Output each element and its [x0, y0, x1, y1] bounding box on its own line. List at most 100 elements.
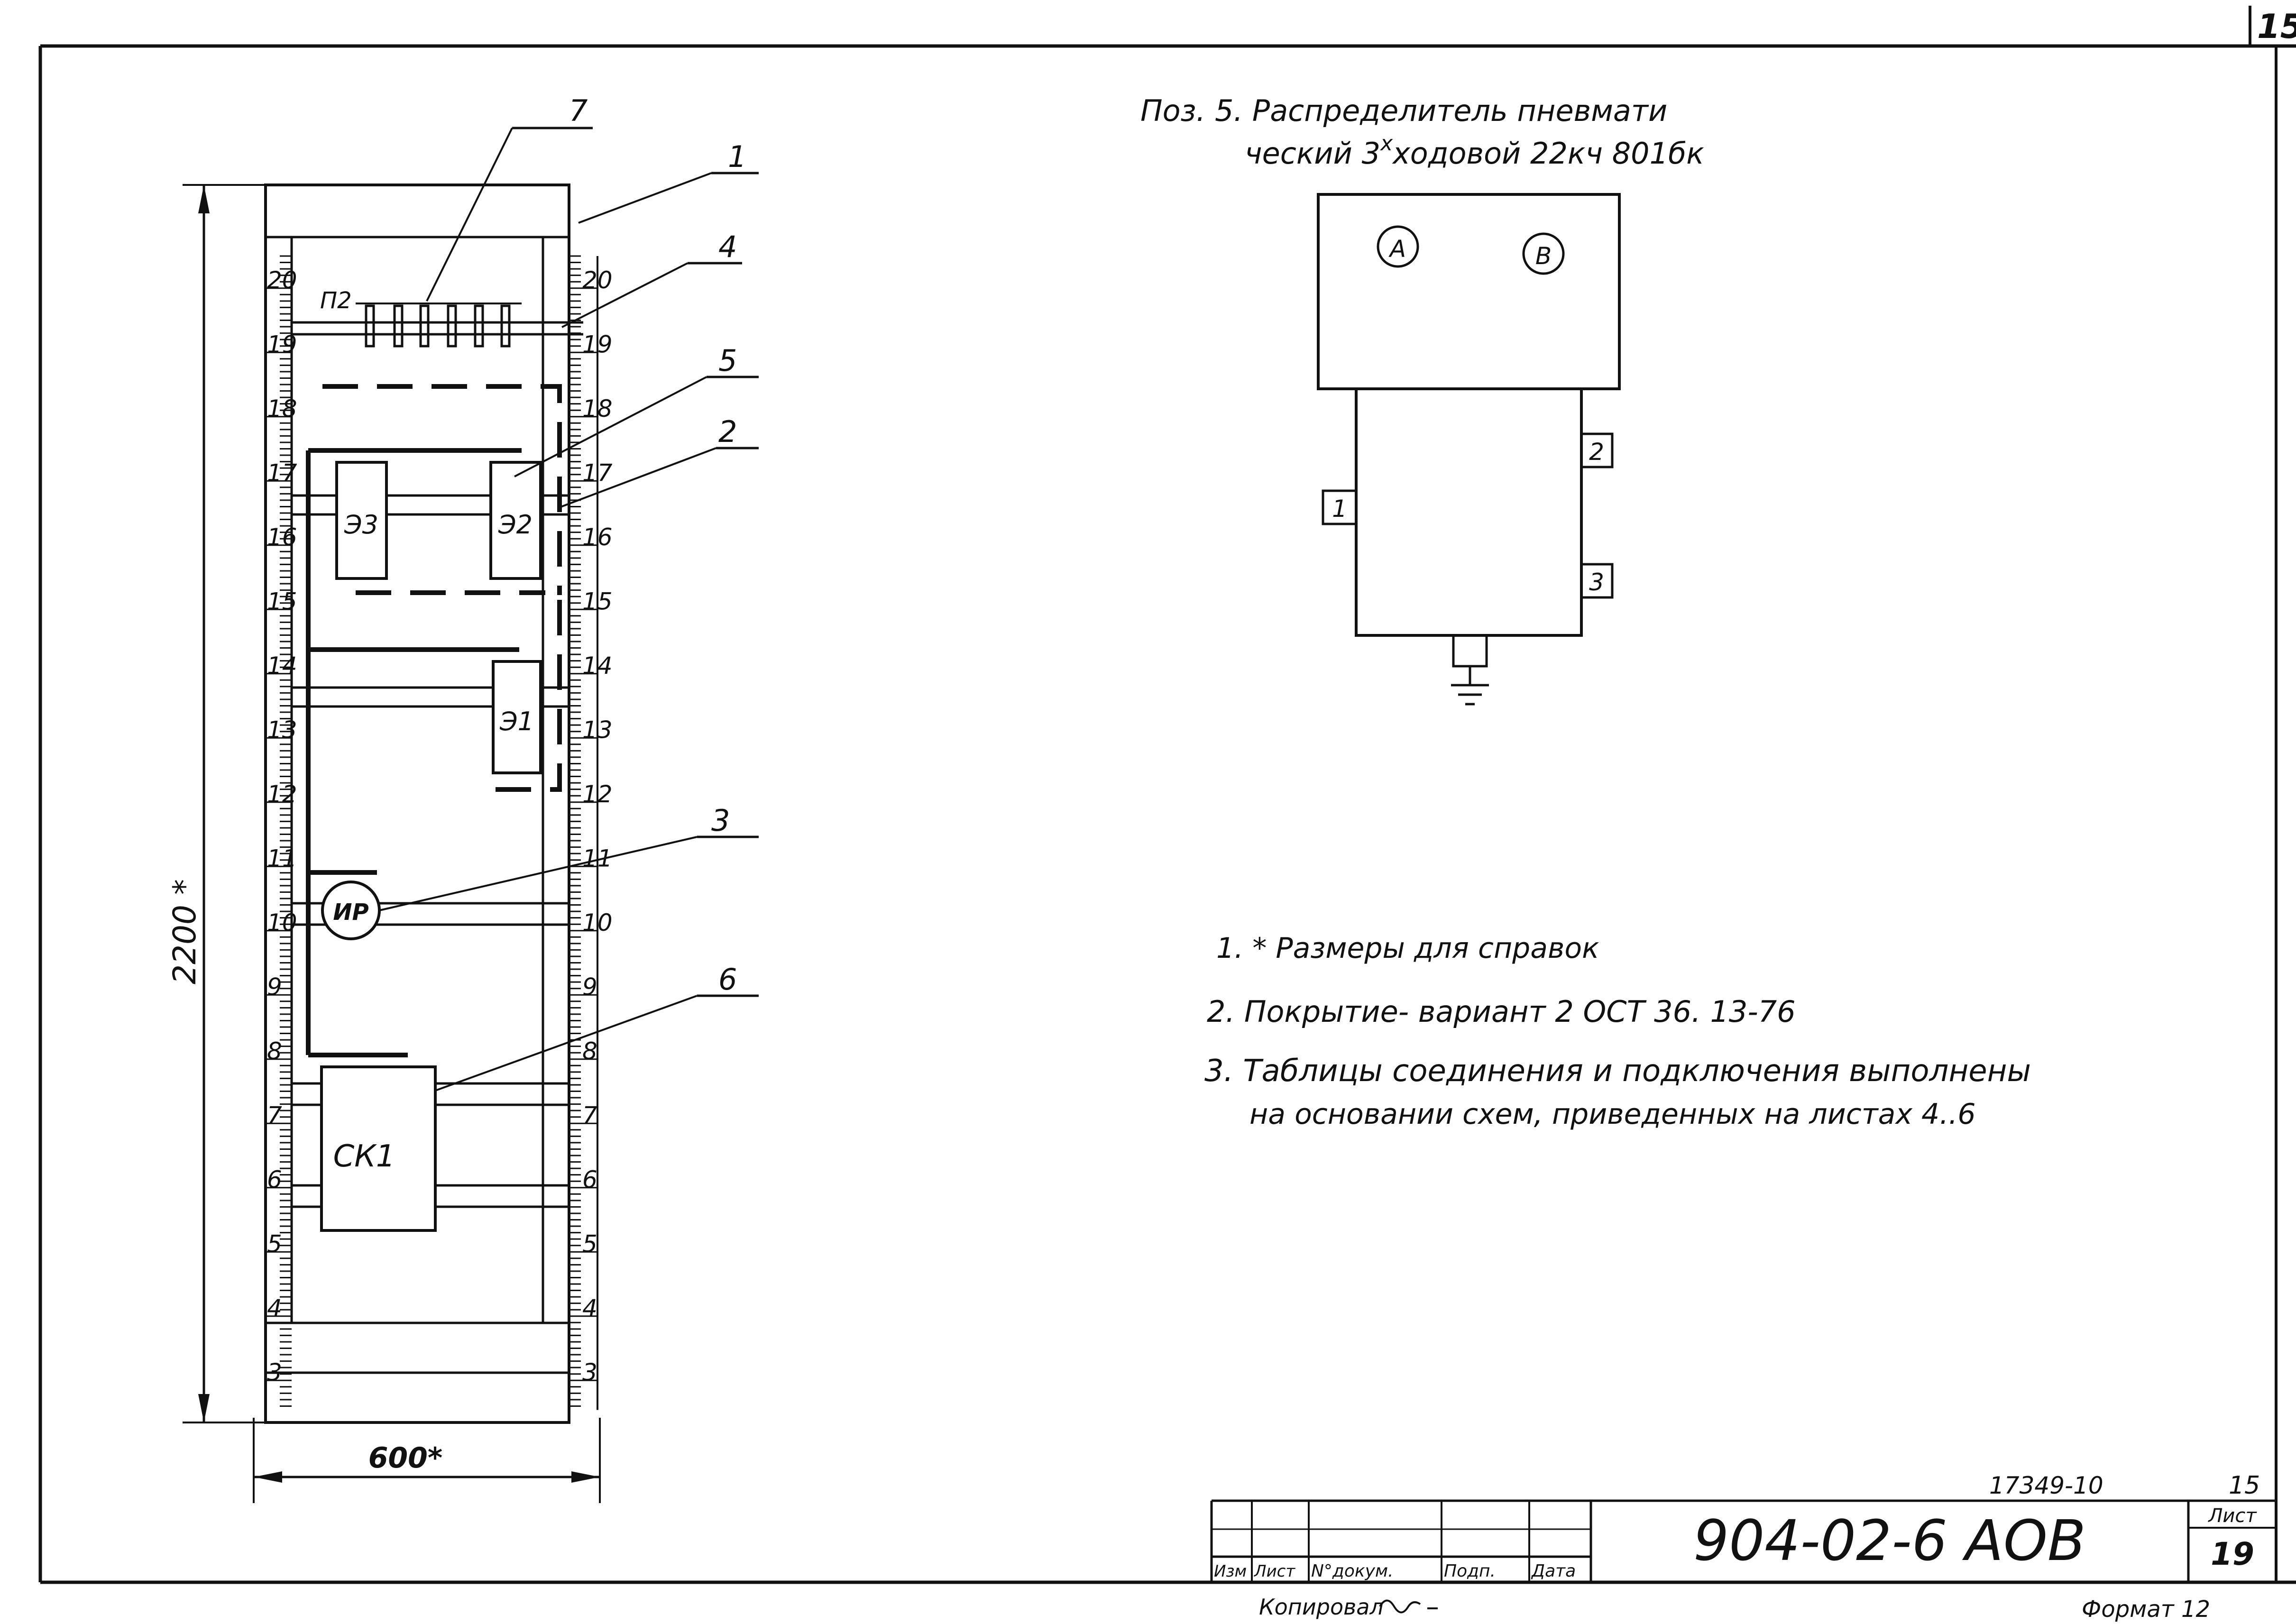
- rail-number-right: 8: [582, 1037, 597, 1065]
- device-e2: Э2: [489, 461, 542, 580]
- rail-number-right: 16: [582, 523, 613, 551]
- rail-number-left: 20: [267, 266, 297, 294]
- callout-6: 6: [718, 962, 737, 997]
- note-2: 2. Покрытие- вариант 2 ОСТ 36. 13-76: [1207, 994, 1796, 1029]
- inventory-number: 17349-10: [1989, 1472, 2103, 1499]
- format-label: Формат 12: [2082, 1596, 2210, 1623]
- port-2-box: [1580, 432, 1614, 468]
- rail-number-left: 10: [267, 909, 297, 936]
- callout-3: 3: [711, 803, 730, 838]
- sheet-label: Лист: [2207, 1505, 2257, 1527]
- port-3-box: [1580, 563, 1614, 599]
- callout-5: 5: [718, 343, 737, 378]
- note-1: 1. * Размеры для справок: [1216, 932, 1599, 965]
- sheet-corner-number: 15: [2257, 7, 2296, 46]
- rail-number-right: 13: [582, 716, 613, 744]
- rail-number-left: 16: [267, 523, 297, 551]
- rail-number-left: 7: [267, 1102, 282, 1129]
- pos5-distributor-section: Поз. 5. Распределитель пневмати ческий 3…: [1140, 93, 1704, 706]
- rail-number-right: 12: [582, 780, 613, 808]
- callout-1: 1: [728, 139, 746, 174]
- sheet-frame: [38, 6, 2296, 1584]
- width-dimension-label: 600*: [368, 1441, 443, 1475]
- pos5-title-line2b: ходовой 22кч 801бк: [1392, 136, 1704, 171]
- notes: 1. * Размеры для справок 2. Покрытие- ва…: [1204, 932, 2031, 1131]
- rail-number-left: 15: [267, 588, 297, 615]
- cabinet-drawing: 2019181716151413121110987654320191817161…: [166, 93, 759, 1503]
- rail-number-right: 7: [582, 1102, 597, 1129]
- cabinet-outline: [264, 184, 570, 1424]
- din-rail-brackets: [306, 448, 522, 1057]
- pos5-title-superscript: х: [1379, 131, 1393, 156]
- rail-number-right: 18: [582, 395, 613, 422]
- mounting-rails: 2019181716151413121110987654320191817161…: [265, 255, 613, 1410]
- port-b-circle: [1522, 232, 1565, 275]
- rail-number-left: 12: [267, 780, 297, 808]
- title-block: 17349-10 15 Изм Лист N°докум. Подп. Дата…: [1210, 1471, 2276, 1623]
- rail-number-right: 3: [582, 1359, 597, 1386]
- rail-number-left: 5: [267, 1230, 282, 1258]
- rail-number-right: 6: [582, 1166, 597, 1193]
- port-3-label: 3: [1589, 569, 1604, 596]
- rail-number-right: 19: [582, 331, 613, 358]
- pos5-title-line2: ческий 3хходовой 22кч 801бк: [1245, 131, 1704, 171]
- rail-number-right: 20: [582, 266, 613, 294]
- distributor-body: [1355, 387, 1583, 637]
- col-podp: Подп.: [1444, 1561, 1496, 1581]
- inventory-right-number: 15: [2229, 1471, 2260, 1500]
- rail-number-right: 14: [582, 652, 613, 679]
- rail-number-left: 9: [267, 973, 282, 1001]
- device-e1-label: Э1: [499, 706, 534, 736]
- rail-number-right: 15: [582, 588, 613, 615]
- device-ir: ИР: [321, 881, 381, 940]
- copied-by: Копировал: [1259, 1594, 1384, 1620]
- rail-number-left: 6: [267, 1166, 282, 1193]
- rail-number-left: 17: [267, 459, 297, 487]
- sheet-number: 19: [2211, 1536, 2254, 1572]
- callout-4: 4: [718, 229, 737, 264]
- device-e3-label: Э3: [344, 510, 378, 540]
- terminal-label: П2: [320, 287, 352, 314]
- rail-number-right: 17: [582, 459, 613, 487]
- pos5-title-line1: Поз. 5. Распределитель пневмати: [1140, 93, 1667, 128]
- port-1-box: [1322, 489, 1358, 525]
- rail-number-left: 18: [267, 395, 297, 422]
- rail-number-left: 4: [267, 1294, 282, 1322]
- device-e3: Э3: [335, 461, 388, 580]
- port-b-label: В: [1535, 242, 1552, 270]
- device-sk1: СК1: [320, 1065, 437, 1232]
- ground-symbol: [1451, 634, 1489, 706]
- col-list: Лист: [1253, 1562, 1295, 1581]
- rail-number-right: 10: [582, 909, 613, 936]
- rail-number-left: 8: [267, 1037, 282, 1065]
- dashed-enclosures: [322, 384, 562, 792]
- width-dimension: [253, 1418, 601, 1503]
- terminal-block-p2: [356, 303, 522, 348]
- rail-number-right: 5: [582, 1230, 597, 1258]
- callout-7: 7: [569, 93, 588, 128]
- device-e1: Э1: [492, 660, 542, 774]
- port-1-label: 1: [1332, 495, 1347, 523]
- document-designation: 904-02-6 АОВ: [1693, 1508, 2086, 1573]
- note-3-continuation: на основании схем, приведенных на листах…: [1249, 1098, 1976, 1131]
- height-dimension: [183, 184, 266, 1423]
- pos5-title-line2a: ческий 3: [1245, 136, 1380, 171]
- rail-number-left: 14: [267, 652, 297, 679]
- rail-number-left: 11: [267, 845, 297, 872]
- copier-signature: [1379, 1599, 1438, 1614]
- col-data: Дата: [1531, 1561, 1576, 1581]
- note-3: 3. Таблицы соединения и подключения выпо…: [1204, 1054, 2031, 1089]
- rail-number-left: 13: [267, 716, 297, 744]
- port-a-circle: [1377, 225, 1419, 268]
- distributor-head: [1317, 193, 1621, 390]
- rail-number-left: 3: [267, 1359, 282, 1386]
- port-2-label: 2: [1589, 438, 1604, 466]
- device-sk1-label: СК1: [333, 1139, 395, 1174]
- col-izm: Изм: [1214, 1562, 1247, 1581]
- rail-number-right: 4: [582, 1294, 597, 1322]
- callout-2: 2: [718, 414, 737, 449]
- port-a-label: А: [1388, 235, 1406, 263]
- device-ir-label: ИР: [333, 899, 368, 926]
- leader-lines: [379, 127, 759, 1092]
